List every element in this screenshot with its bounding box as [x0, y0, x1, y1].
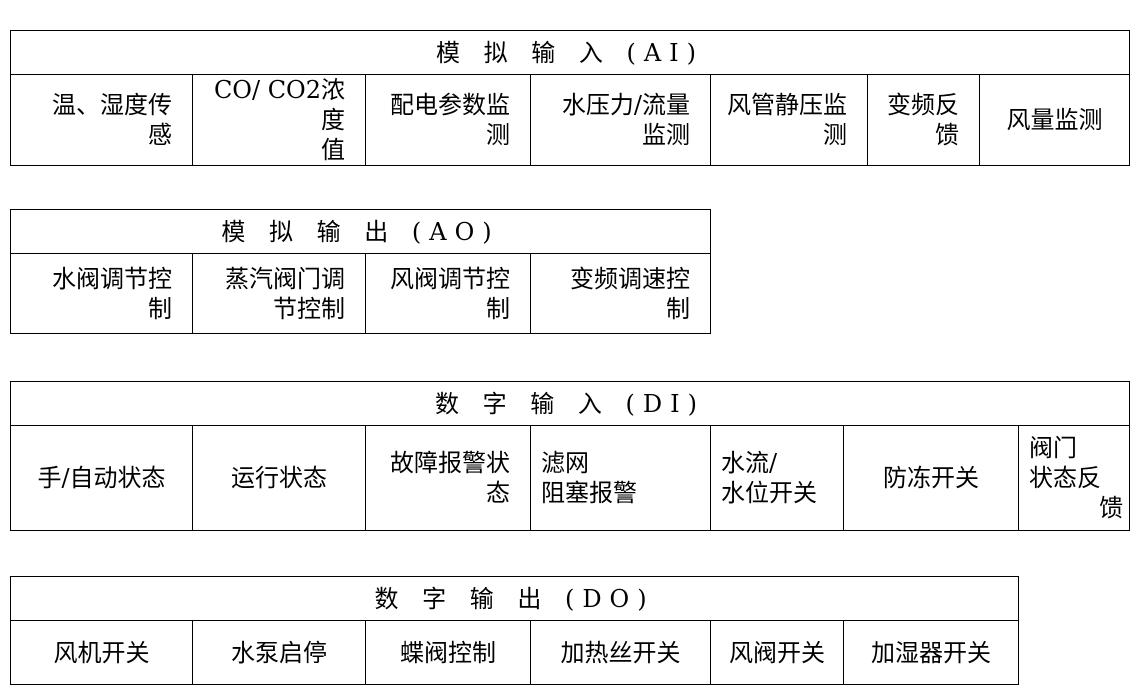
analog-input-title: 模 拟 输 入 (AI)	[9, 30, 1131, 75]
cell-vfd-feedback: 变频反馈	[867, 74, 980, 166]
cell-hand-auto-status: 手/自动状态	[10, 425, 193, 531]
cell-co-co2: CO/ CO2浓度值	[192, 74, 366, 166]
cell-temp-humidity: 温、湿度传感	[10, 74, 193, 166]
cell-power-params: 配电参数监测	[365, 74, 531, 166]
cell-air-volume: 风量监测	[978, 74, 1131, 166]
cell-heater-switch: 加热丝开关	[530, 620, 711, 685]
cell-butterfly-valve-control: 蝶阀控制	[365, 620, 531, 685]
cell-damper-control: 风阀调节控制	[365, 253, 531, 334]
cell-fan-switch: 风机开关	[10, 620, 193, 685]
analog-output-table: 模 拟 输 出 (AO) 水阀调节控制 蒸汽阀门调节控制 风阀调节控制 变频调速…	[10, 209, 711, 334]
cell-pump-start-stop: 水泵启停	[192, 620, 366, 685]
cell-damper-switch: 风阀开关	[710, 620, 844, 685]
cell-vfd-speed-control: 变频调速控制	[530, 253, 711, 334]
digital-output-title: 数 字 输 出 (DO)	[9, 576, 1020, 621]
cell-water-flow-level-switch: 水流/水位开关	[710, 425, 844, 531]
cell-duct-static-pressure: 风管静压监测	[710, 74, 868, 166]
cell-filter-clog-alarm: 滤网阻塞报警	[530, 425, 711, 531]
cell-humidifier-switch: 加湿器开关	[842, 620, 1020, 685]
digital-input-title: 数 字 输 入 (DI)	[9, 381, 1131, 426]
cell-water-valve-control: 水阀调节控制	[10, 253, 193, 334]
digital-output-table: 数 字 输 出 (DO) 风机开关 水泵启停 蝶阀控制 加热丝开关 风阀开关 加…	[9, 576, 1020, 685]
digital-input-table: 数 字 输 入 (DI) 手/自动状态 运行状态 故障报警状态 滤网阻塞报警 水…	[9, 381, 1131, 531]
cell-freeze-protection-switch: 防冻开关	[843, 425, 1019, 531]
cell-fault-alarm-status: 故障报警状态	[365, 425, 531, 531]
analog-output-title: 模 拟 输 出 (AO)	[10, 209, 711, 254]
analog-input-table: 模 拟 输 入 (AI) 温、湿度传感 CO/ CO2浓度值 配电参数监测 水压…	[9, 30, 1131, 166]
cell-run-status: 运行状态	[192, 425, 366, 531]
cell-valve-status-feedback: 阀门状态反馈	[1017, 425, 1131, 531]
cell-water-pressure-flow: 水压力/流量监测	[530, 74, 711, 166]
cell-steam-valve-control: 蒸汽阀门调节控制	[192, 253, 366, 334]
